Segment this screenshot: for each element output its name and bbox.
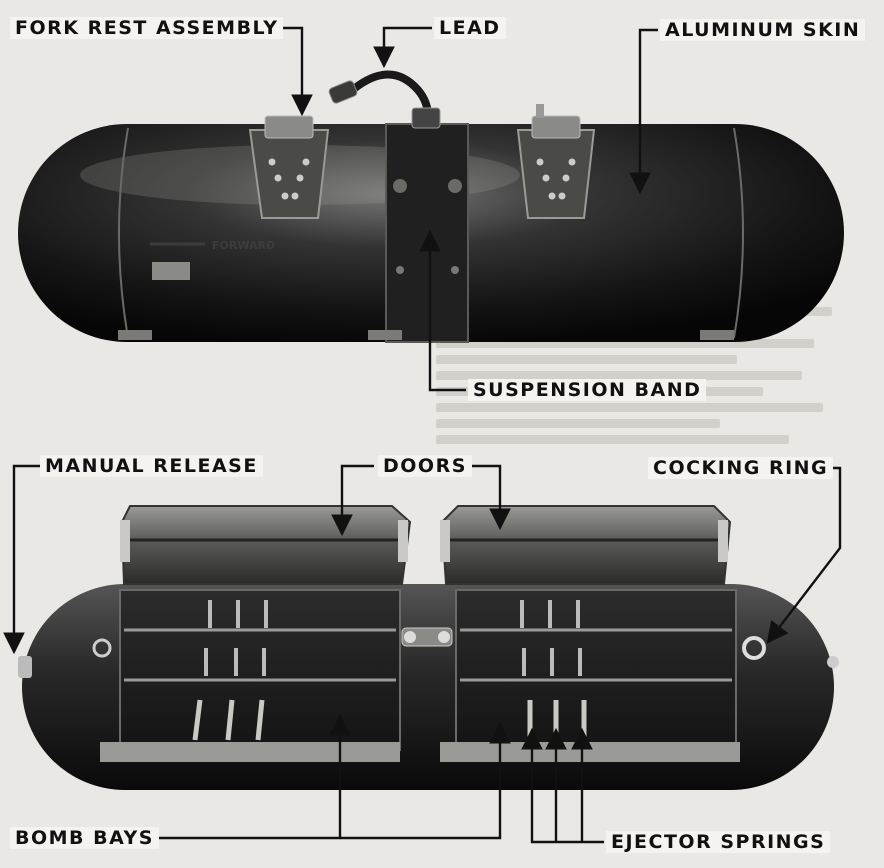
lead-cable <box>328 70 441 129</box>
label-bomb-bays: BOMB BAYS <box>10 827 159 849</box>
label-ejector-springs: EJECTOR SPRINGS <box>606 831 831 853</box>
door-left <box>120 505 412 585</box>
label-cocking-ring: COCKING RING <box>648 457 834 479</box>
door-right <box>440 505 732 585</box>
leader-lines <box>3 26 842 844</box>
label-suspension-band: SUSPENSION BAND <box>468 379 707 401</box>
manual-release-knob <box>18 656 32 678</box>
seam-line-left <box>118 127 129 339</box>
leader-lead <box>373 26 432 69</box>
leader-suspension-band <box>419 229 466 392</box>
label-fork-rest-assembly: FORK REST ASSEMBLY <box>10 17 284 39</box>
suspension-band-strap <box>385 123 469 343</box>
label-aluminum-skin: ALUMINUM SKIN <box>660 19 866 41</box>
cocking-ring-part <box>742 636 766 660</box>
fork-rest-right <box>516 104 596 219</box>
nameplate <box>152 262 190 280</box>
leader-manual-release <box>3 464 40 655</box>
leader-ejector-1 <box>521 727 604 844</box>
label-manual-release: MANUAL RELEASE <box>40 455 263 477</box>
leader-doors-right <box>466 464 511 531</box>
center-coupling <box>401 627 453 647</box>
fork-rest-left <box>248 115 330 219</box>
bomb-bay-left <box>100 589 401 762</box>
bomb-bay-right <box>440 589 740 762</box>
leader-bomb-bays-right <box>340 721 511 840</box>
leader-aluminum-skin <box>629 28 658 195</box>
seam-line-right <box>733 127 744 339</box>
forward-stencil: FORWARD <box>212 239 275 252</box>
container-open-view <box>18 505 839 790</box>
leader-doors-left <box>331 464 374 537</box>
label-lead: LEAD <box>434 17 506 39</box>
leader-fork-rest <box>280 26 313 117</box>
label-doors: DOORS <box>378 455 472 477</box>
